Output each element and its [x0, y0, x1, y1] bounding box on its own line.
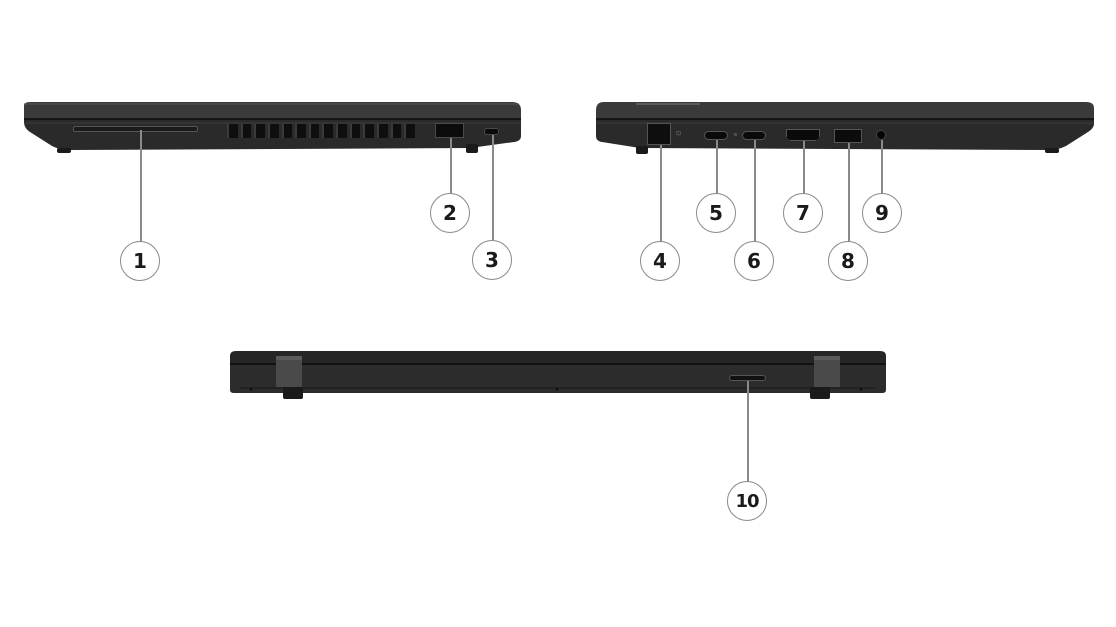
- led-indicator: [734, 133, 737, 136]
- usb-a-port-left: [435, 123, 464, 138]
- leader-line-8: [848, 143, 850, 242]
- hdmi-port: [786, 129, 820, 141]
- callout-1: 1: [120, 241, 160, 281]
- callout-8: 8: [828, 241, 868, 281]
- callout-9: 9: [862, 193, 902, 233]
- audio-jack: [876, 130, 886, 140]
- leader-line-2: [450, 138, 452, 194]
- leader-line-10: [747, 381, 749, 482]
- leader-line-9: [881, 140, 883, 194]
- leader-line-7: [803, 141, 805, 194]
- usb-a-port-right: [834, 129, 862, 143]
- vent-grille: [227, 124, 415, 138]
- leader-line-3: [492, 135, 494, 241]
- callout-4: 4: [640, 241, 680, 281]
- callout-6: 6: [734, 241, 774, 281]
- usb-c-thunderbolt-port: [742, 131, 766, 140]
- callout-5: 5: [696, 193, 736, 233]
- ethernet-icon: ⊡: [676, 131, 682, 137]
- leader-line-6: [754, 140, 756, 242]
- leader-line-4: [660, 145, 662, 242]
- callout-2: 2: [430, 193, 470, 233]
- rear-card-slot: [729, 375, 766, 381]
- callout-10: 10: [727, 481, 767, 521]
- leader-line-5: [716, 140, 718, 194]
- security-lock-slot: [484, 128, 499, 135]
- callout-3: 3: [472, 240, 512, 280]
- ethernet-port: [647, 123, 671, 145]
- usb-c-port: [704, 131, 728, 140]
- callout-7: 7: [783, 193, 823, 233]
- leader-line-1: [140, 130, 142, 242]
- left-slot: [73, 126, 198, 132]
